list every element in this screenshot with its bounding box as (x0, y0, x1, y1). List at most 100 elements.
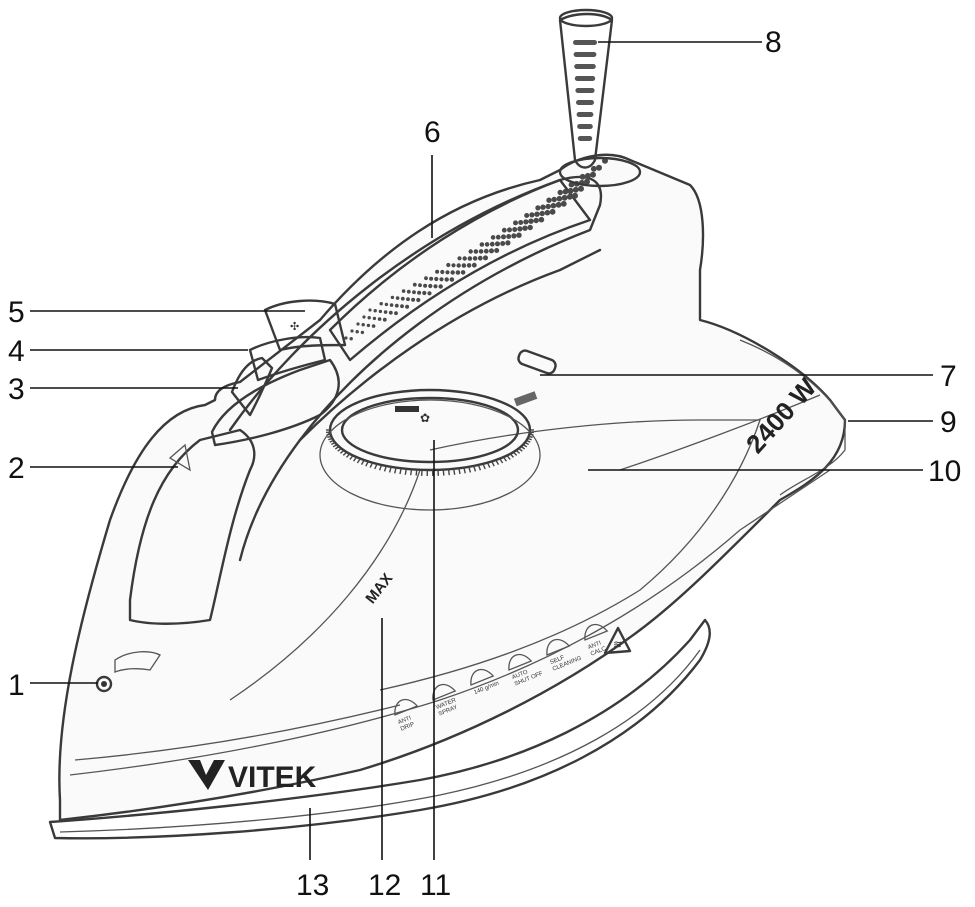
grip-hole (489, 241, 495, 247)
grip-hole (495, 241, 500, 247)
grip-hole (490, 235, 496, 240)
dial-knurl (356, 458, 361, 464)
dial-knurl (520, 445, 526, 450)
dial-knurl (495, 459, 500, 465)
grip-hole (557, 189, 563, 196)
grip-hole (462, 256, 467, 261)
dial-knurl (331, 441, 336, 446)
grip-hole (434, 276, 439, 282)
grip-hole (555, 201, 562, 208)
grip-hole (373, 309, 377, 313)
grip-hole (383, 310, 388, 314)
feature-icon-label: DRIP (400, 722, 416, 733)
swivel-slot (575, 88, 595, 93)
dial-knurl (502, 456, 507, 462)
grip-hole (495, 234, 501, 240)
grip-hole (406, 297, 410, 302)
dial-knurl (337, 447, 342, 452)
dial-knurl (334, 445, 340, 450)
grip-hole (427, 291, 432, 296)
grip-hole (535, 205, 541, 211)
grip-hole (344, 336, 348, 340)
grip-hole (551, 196, 557, 203)
grip-hole (400, 304, 404, 309)
grip-hole (418, 283, 422, 288)
grip-hole (523, 219, 529, 225)
grip-hole (572, 186, 579, 193)
grip-hole (395, 296, 400, 300)
dial-knurl (388, 466, 392, 473)
dial-knurl (499, 458, 504, 464)
cord-swivel (558, 8, 642, 188)
grip-hole (528, 218, 534, 224)
grip-hole (544, 209, 551, 216)
grip-hole (384, 302, 389, 307)
grip-hole (590, 165, 597, 172)
water-tank-window (128, 428, 256, 625)
swivel-slot (574, 76, 596, 81)
grip-hole (584, 172, 591, 179)
callout-5: 5 (8, 296, 25, 329)
grip-hole (361, 323, 365, 327)
callout-7: 7 (940, 360, 957, 393)
grip-hole (440, 269, 445, 275)
grip-hole (417, 290, 422, 295)
feature-icon-label: AUTO (511, 669, 529, 681)
grip-hole (400, 296, 405, 301)
grip-hole (435, 269, 440, 274)
feature-icon-label: CALC (590, 646, 608, 658)
grip-hole (406, 289, 411, 294)
grip-hole (416, 297, 421, 303)
dial-knurl (360, 459, 365, 465)
svg-text:✣: ✣ (290, 321, 299, 333)
grip-hole (372, 316, 377, 321)
grip-hole (471, 262, 477, 268)
dial-knurl (509, 453, 515, 458)
grip-hole (367, 316, 371, 320)
dial-knurl (342, 451, 348, 456)
dial-knurl (491, 461, 495, 467)
callout-10: 10 (928, 455, 961, 488)
grip-hole (505, 240, 511, 246)
grip-hole (513, 220, 518, 226)
grip-hole (377, 317, 382, 321)
dial-knurl (415, 469, 418, 476)
feature-icon-label: ANTI (397, 715, 412, 726)
swivel-slot (574, 64, 596, 69)
swivel-slot (577, 136, 593, 141)
grip-hole (362, 315, 366, 319)
grip-hole (477, 255, 483, 261)
dial-knurl (528, 435, 533, 438)
grip-hole (467, 256, 473, 261)
grip-hole (360, 330, 365, 335)
dial-knurl (527, 437, 532, 441)
dial-knurl (328, 437, 333, 441)
dial-knurl (327, 435, 332, 438)
steam-regulator (517, 349, 557, 375)
grip-hole (423, 283, 428, 288)
grip-hole (560, 200, 567, 207)
grip-hole (394, 311, 398, 316)
grip-hole (479, 242, 485, 247)
grip-hole (500, 241, 506, 246)
dial-knurl (365, 461, 369, 467)
hot-surface-warning-icon: ≋ (603, 626, 632, 655)
grip-hole (533, 217, 539, 224)
grip-hole (540, 204, 546, 210)
dial-knurl (345, 453, 351, 458)
spray-nozzle (95, 651, 161, 693)
grip-hole (366, 323, 371, 328)
callout-9: 9 (940, 406, 957, 439)
dial-knurl (374, 463, 378, 470)
grip-hole (411, 297, 416, 302)
grip-hole (412, 290, 416, 295)
grip-hole (483, 255, 488, 261)
grip-hole (579, 173, 586, 180)
grip-hole (379, 302, 383, 306)
grip-hole (439, 277, 444, 282)
swivel-slot (573, 40, 597, 45)
svg-text:✿: ✿ (420, 411, 430, 425)
feature-icon-label: ANTI (587, 640, 602, 651)
grip-hole (412, 282, 417, 287)
